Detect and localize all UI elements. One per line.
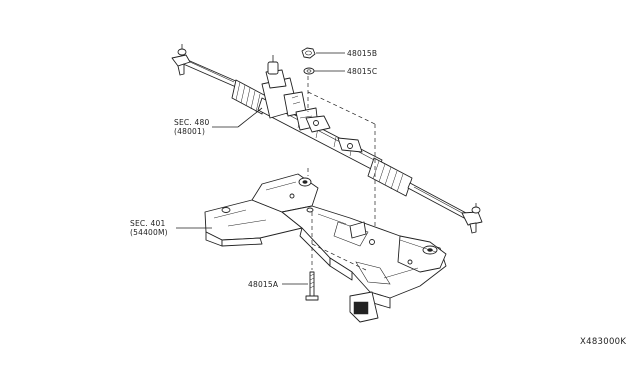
front-suspension-member: [204, 173, 447, 323]
label-48015b: 48015B: [347, 49, 377, 58]
label-sec-401: SEC. 401: [130, 219, 165, 228]
steering-gear-assembly: [171, 44, 483, 234]
bolt-48015a: [305, 271, 319, 301]
washer-48015c: [303, 67, 315, 75]
label-48015c: 48015C: [347, 67, 377, 76]
label-sec-480: SEC. 480: [174, 118, 209, 127]
alignment-lines: [307, 76, 376, 271]
leader-lines: [176, 52, 345, 285]
nut-48015b: [301, 47, 316, 59]
label-54400m: (54400M): [130, 228, 168, 237]
label-48001: (48001): [174, 127, 205, 136]
diagram-code: X483000K: [580, 337, 626, 347]
label-48015a: 48015A: [248, 280, 279, 289]
